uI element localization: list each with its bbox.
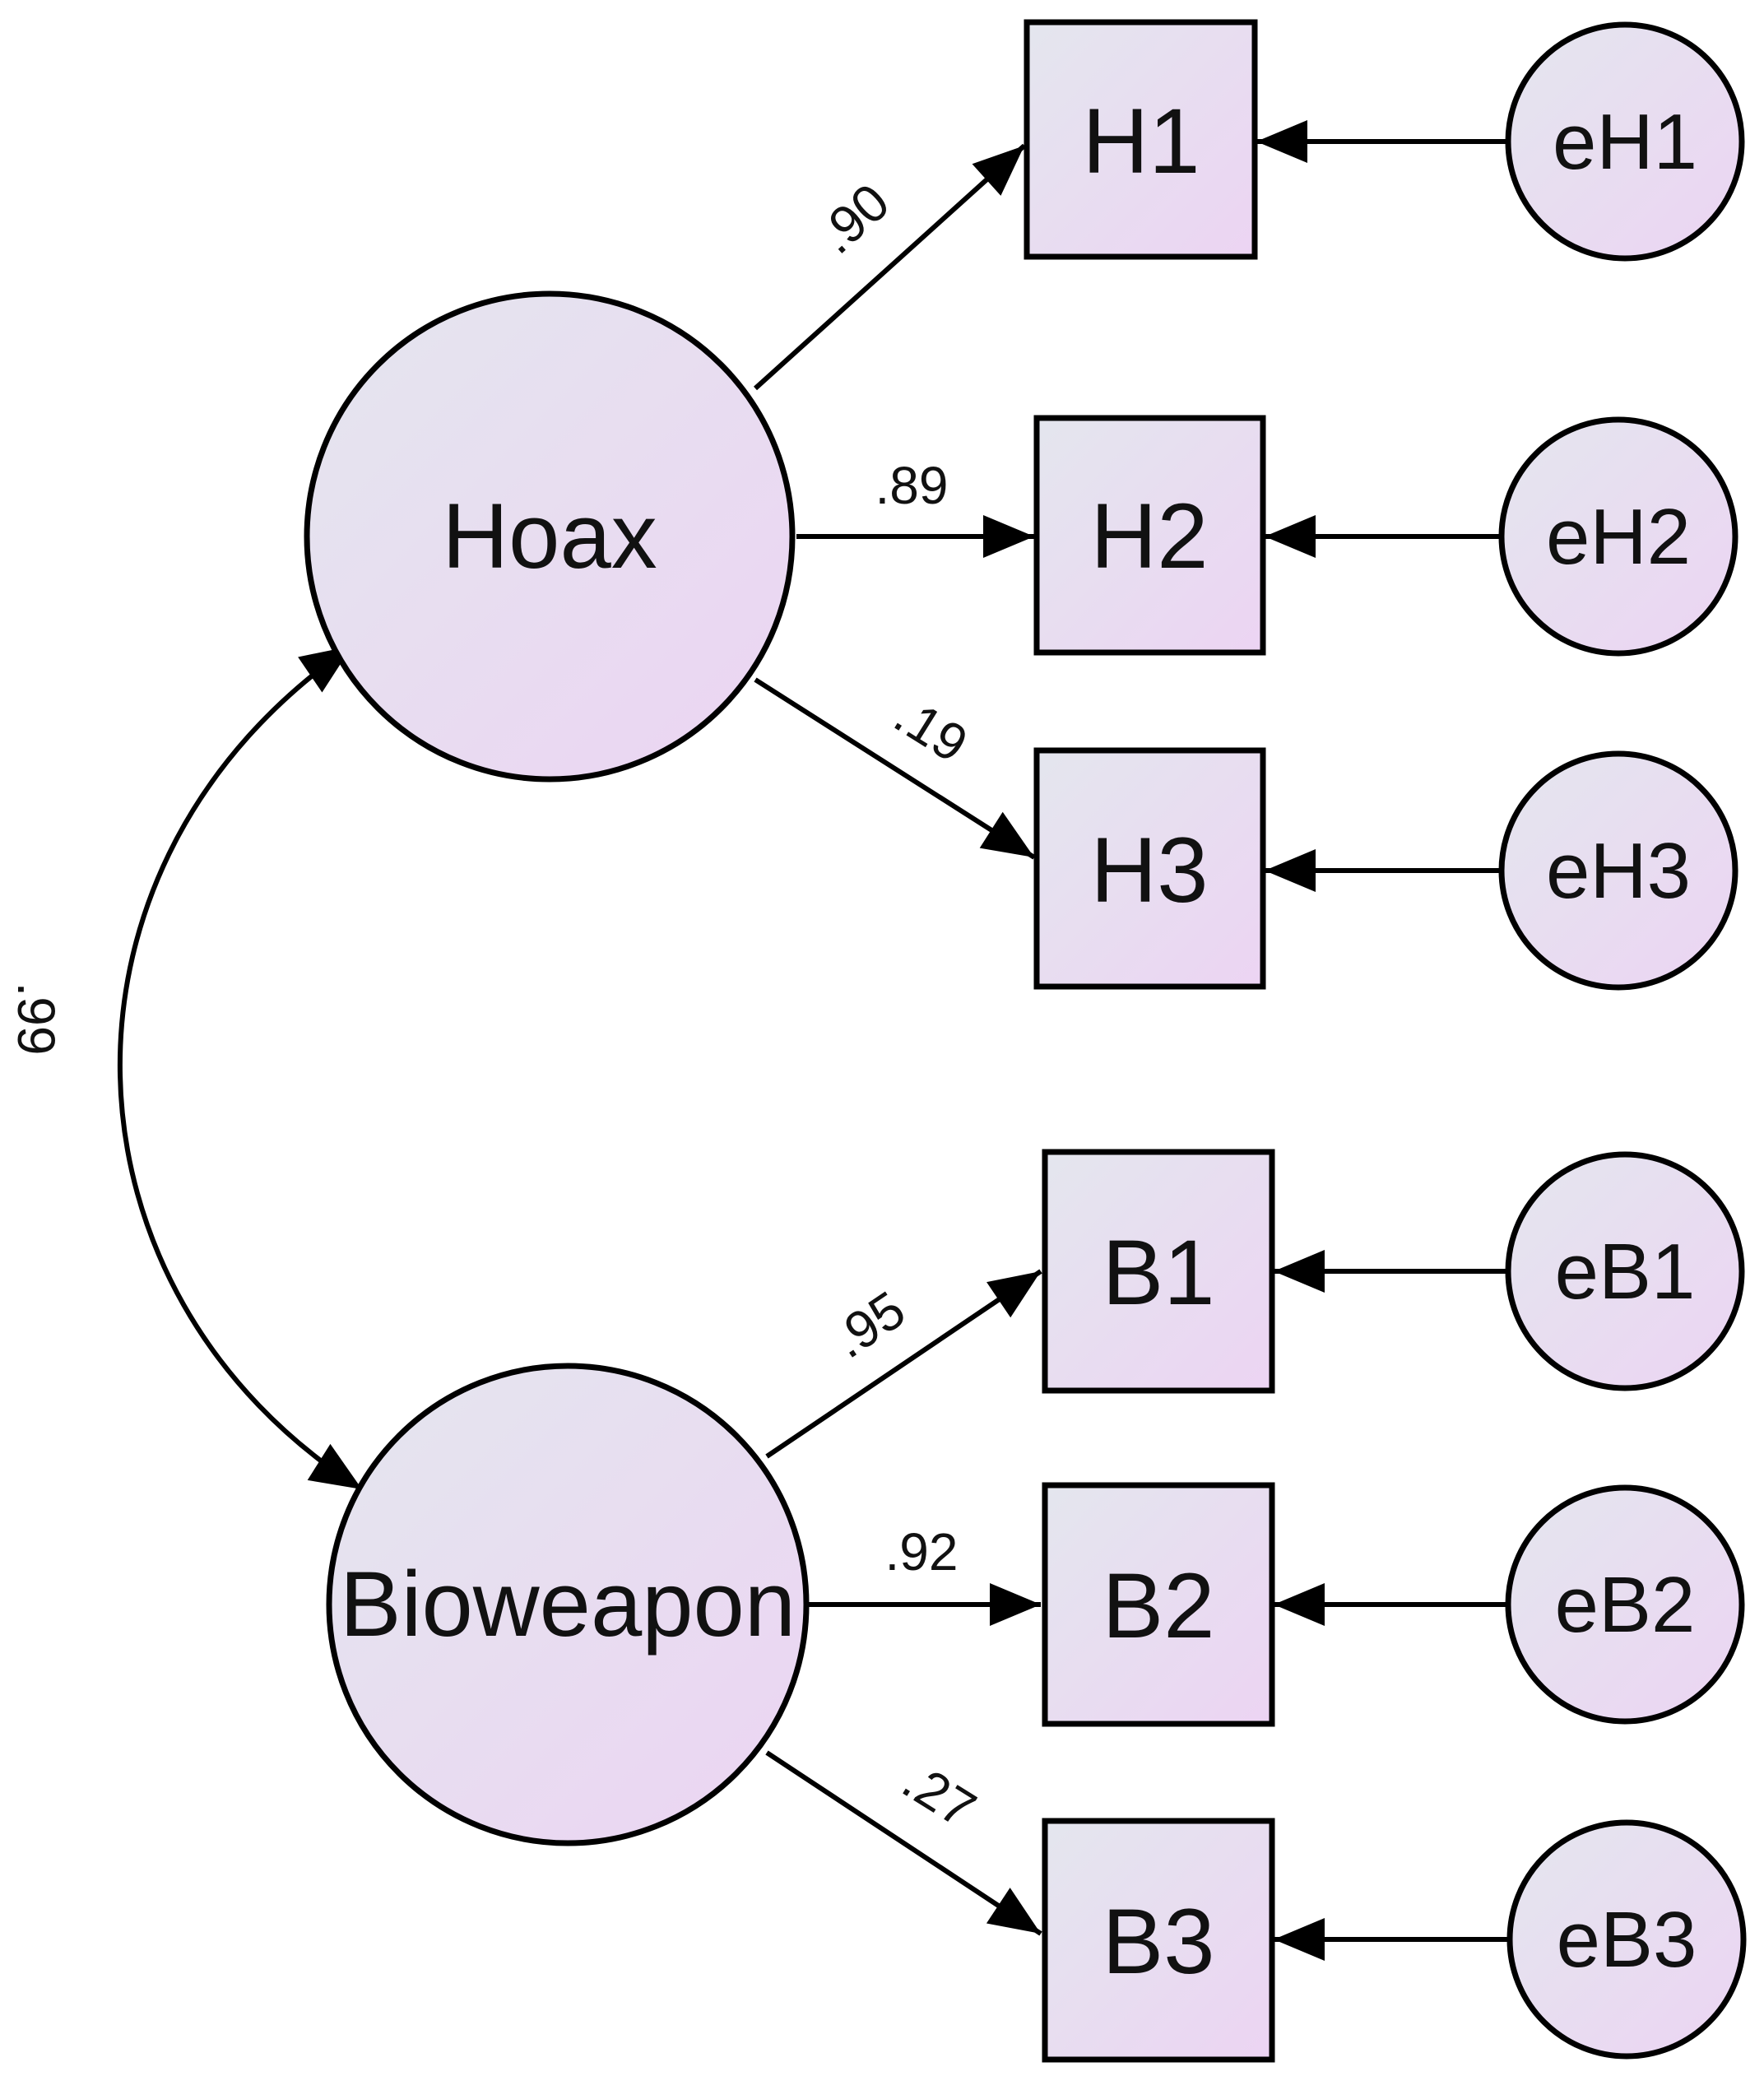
indicator-b3-label: B3 — [1102, 1890, 1215, 1993]
indicator-h2: H2 — [1033, 415, 1266, 656]
loading-label-h1: .90 — [806, 172, 900, 265]
indicator-h2-label: H2 — [1090, 485, 1208, 588]
loading-label-h2: .89 — [875, 456, 949, 515]
indicator-b1-label: B1 — [1102, 1221, 1215, 1324]
path-bioweapon-b1 — [765, 1269, 1042, 1459]
error-eb1-label: eB1 — [1555, 1228, 1696, 1316]
error-eb2: eB2 — [1505, 1484, 1745, 1725]
error-eh2: eH2 — [1498, 416, 1738, 657]
covariance-arc — [118, 643, 364, 1492]
error-eb3: eB3 — [1506, 1819, 1747, 2060]
indicator-h3: H3 — [1033, 747, 1266, 990]
indicator-h1: H1 — [1024, 19, 1258, 260]
latent-hoax: Hoax — [304, 290, 796, 783]
error-eh3: eH3 — [1498, 750, 1738, 991]
loading-label-b2: .92 — [885, 1522, 959, 1581]
indicator-h1-label: H1 — [1082, 90, 1200, 193]
error-eb2-label: eB2 — [1555, 1561, 1696, 1649]
error-eb1: eB1 — [1505, 1151, 1745, 1391]
error-eh1: eH1 — [1505, 21, 1745, 262]
latent-bioweapon: Bioweapon — [326, 1363, 810, 1846]
covariance-label: .99 — [7, 982, 66, 1056]
path-hoax-h3 — [754, 677, 1036, 860]
indicator-b2-label: B2 — [1102, 1554, 1215, 1657]
latent-bioweapon-label: Bioweapon — [340, 1553, 796, 1656]
error-eb3-label: eB3 — [1557, 1896, 1697, 1984]
path-hoax-h1 — [753, 143, 1027, 391]
indicator-b1: B1 — [1042, 1149, 1275, 1394]
error-eh3-label: eH3 — [1546, 827, 1691, 915]
covariance-arrowhead-bottom — [307, 1443, 362, 1489]
latent-hoax-label: Hoax — [442, 485, 657, 588]
indicator-b2: B2 — [1042, 1482, 1275, 1727]
loading-label-h3: .19 — [884, 685, 978, 773]
loading-label-b3: .27 — [893, 1750, 986, 1839]
indicator-b3: B3 — [1042, 1818, 1275, 2063]
path-bioweapon-b3 — [765, 1750, 1042, 1936]
error-eh2-label: eH2 — [1546, 493, 1691, 581]
loading-label-b1: .95 — [822, 1280, 916, 1369]
indicator-h3-label: H3 — [1090, 819, 1208, 922]
error-eh1-label: eH1 — [1553, 98, 1697, 186]
